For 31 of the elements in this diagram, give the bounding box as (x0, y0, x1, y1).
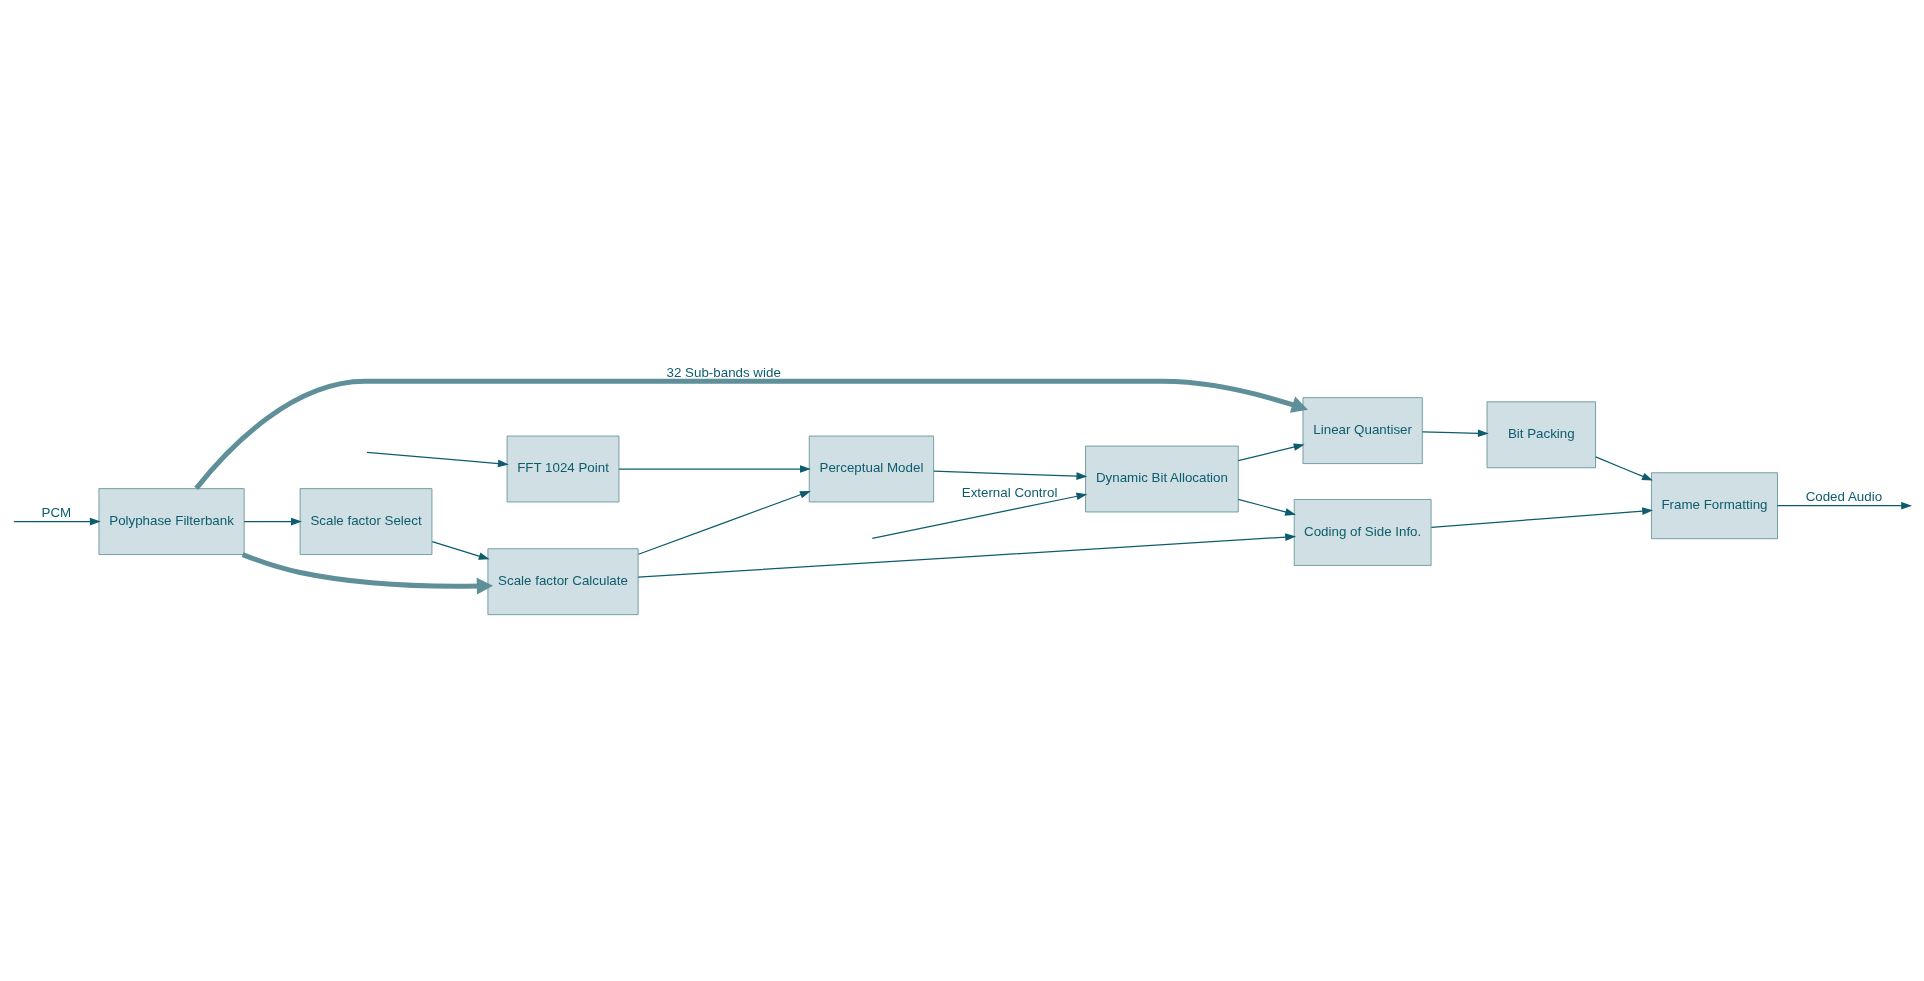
arrow (366, 451, 509, 468)
node-box: Linear Quantiser (1302, 397, 1423, 464)
edge-label: Coded Audio (1805, 489, 1883, 505)
arrow (241, 552, 494, 595)
arrow (1421, 429, 1489, 438)
node-box: Coding of Side Info. (1293, 499, 1432, 566)
arrow (431, 541, 490, 560)
arrow (1595, 456, 1653, 481)
node-box: Frame Formatting (1651, 472, 1778, 540)
node-box: Scale factor Select (299, 488, 433, 555)
arrow (1776, 501, 1913, 510)
edge-label: PCM (41, 505, 72, 521)
edge-label: External Control (961, 485, 1058, 501)
arrow (618, 465, 811, 473)
node-box: Scale factor Calculate (487, 548, 639, 616)
arrow (1430, 507, 1654, 528)
arrow (194, 378, 1308, 490)
node-box: Bit Packing (1486, 401, 1596, 469)
node-box: Dynamic Bit Allocation (1085, 445, 1239, 513)
arrow (933, 470, 1088, 480)
arrow (637, 490, 811, 555)
arrow (1237, 443, 1305, 462)
arrow (243, 517, 302, 526)
node-box: Perceptual Model (808, 435, 935, 503)
arrow (1237, 498, 1296, 516)
node-box: Polyphase Filterbank (98, 488, 245, 555)
arrow (871, 492, 1088, 539)
edge-label: 32 Sub-bands wide (666, 365, 781, 381)
arrow (13, 517, 101, 526)
node-box: FFT 1024 Point (506, 435, 620, 503)
arrow (637, 533, 1297, 578)
